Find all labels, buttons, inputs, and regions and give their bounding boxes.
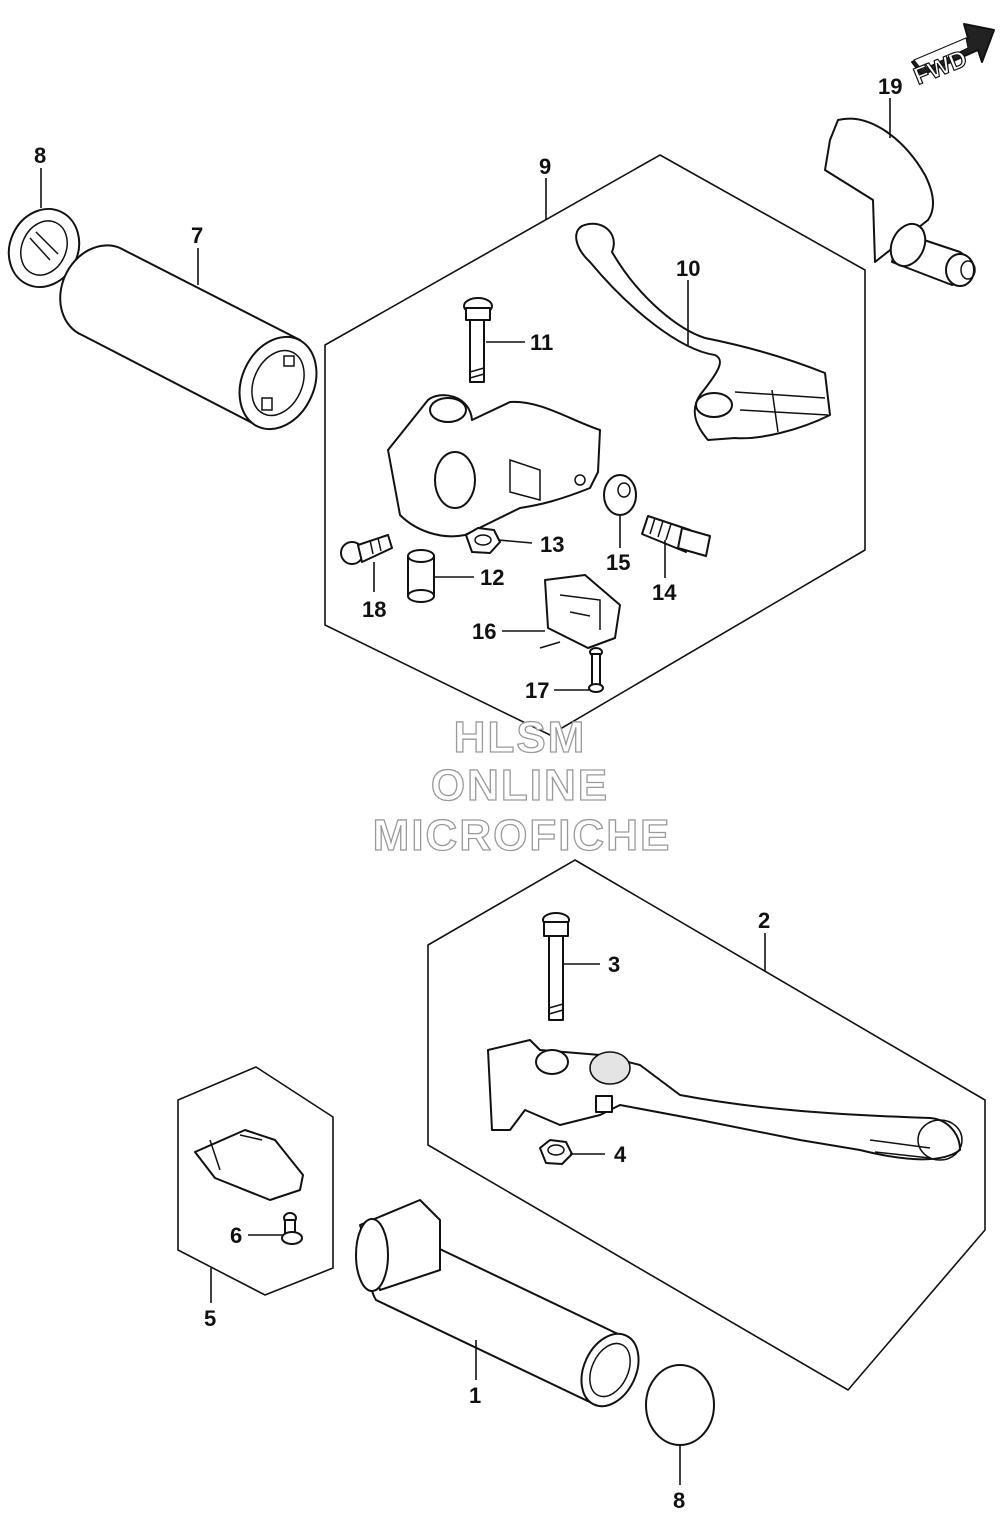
clutch-switch-16 <box>539 574 621 649</box>
adjuster-bolt-14 <box>641 515 711 557</box>
callout-2: 2 <box>758 908 770 933</box>
screw-17 <box>588 647 604 693</box>
watermark-line-3: MICROFICHE <box>373 811 672 860</box>
screw-18 <box>340 534 393 565</box>
callout-17: 17 <box>525 678 549 703</box>
clutch-lever <box>575 222 831 441</box>
callout-13: 13 <box>540 532 564 557</box>
collar-12 <box>407 549 435 603</box>
callout-8-top: 8 <box>34 143 46 168</box>
callout-14: 14 <box>652 580 677 605</box>
callout-16: 16 <box>472 619 496 644</box>
callout-10: 10 <box>676 256 700 281</box>
throttle-grip <box>355 1199 640 1408</box>
assembly-frame-5 <box>177 1066 334 1296</box>
leader-lines <box>40 98 891 1485</box>
callout-8-bottom: 8 <box>673 1488 685 1513</box>
callout-4: 4 <box>614 1142 627 1167</box>
assembly-frame-9 <box>324 154 866 736</box>
nut-13 <box>465 527 501 554</box>
bar-end-cap-bottom <box>645 1364 715 1446</box>
callout-1: 1 <box>469 1383 481 1408</box>
clutch-perch <box>387 394 601 538</box>
callout-19: 19 <box>878 74 902 99</box>
brake-lever <box>487 1039 963 1161</box>
left-grip <box>59 244 318 431</box>
pivot-bolt-11 <box>463 297 493 383</box>
callout-18: 18 <box>362 597 386 622</box>
callout-6: 6 <box>230 1223 242 1248</box>
callout-11: 11 <box>530 330 553 355</box>
assembly-frame-2 <box>427 859 986 1392</box>
callout-12: 12 <box>480 565 504 590</box>
nut-4 <box>539 1139 573 1165</box>
fwd-arrow-icon: FWD <box>910 23 995 91</box>
bar-end-cap-top <box>7 208 81 288</box>
pivot-bolt-3 <box>542 912 570 1021</box>
callout-labels: 8 7 9 10 19 11 13 12 18 15 14 16 17 2 3 … <box>34 74 902 1513</box>
callout-3: 3 <box>608 952 620 977</box>
callout-9: 9 <box>539 154 551 179</box>
callout-5: 5 <box>204 1306 216 1331</box>
lever-cover <box>824 117 976 287</box>
brake-switch-5 <box>194 1129 304 1201</box>
callout-15: 15 <box>606 550 630 575</box>
watermark-line-1: HLSM <box>454 713 587 762</box>
screw-6 <box>281 1212 303 1245</box>
watermark-line-2: ONLINE <box>431 761 609 810</box>
watermark: HLSM ONLINE MICROFICHE <box>372 712 672 860</box>
callout-7: 7 <box>191 223 203 248</box>
adjuster-wheel-15 <box>603 474 637 516</box>
